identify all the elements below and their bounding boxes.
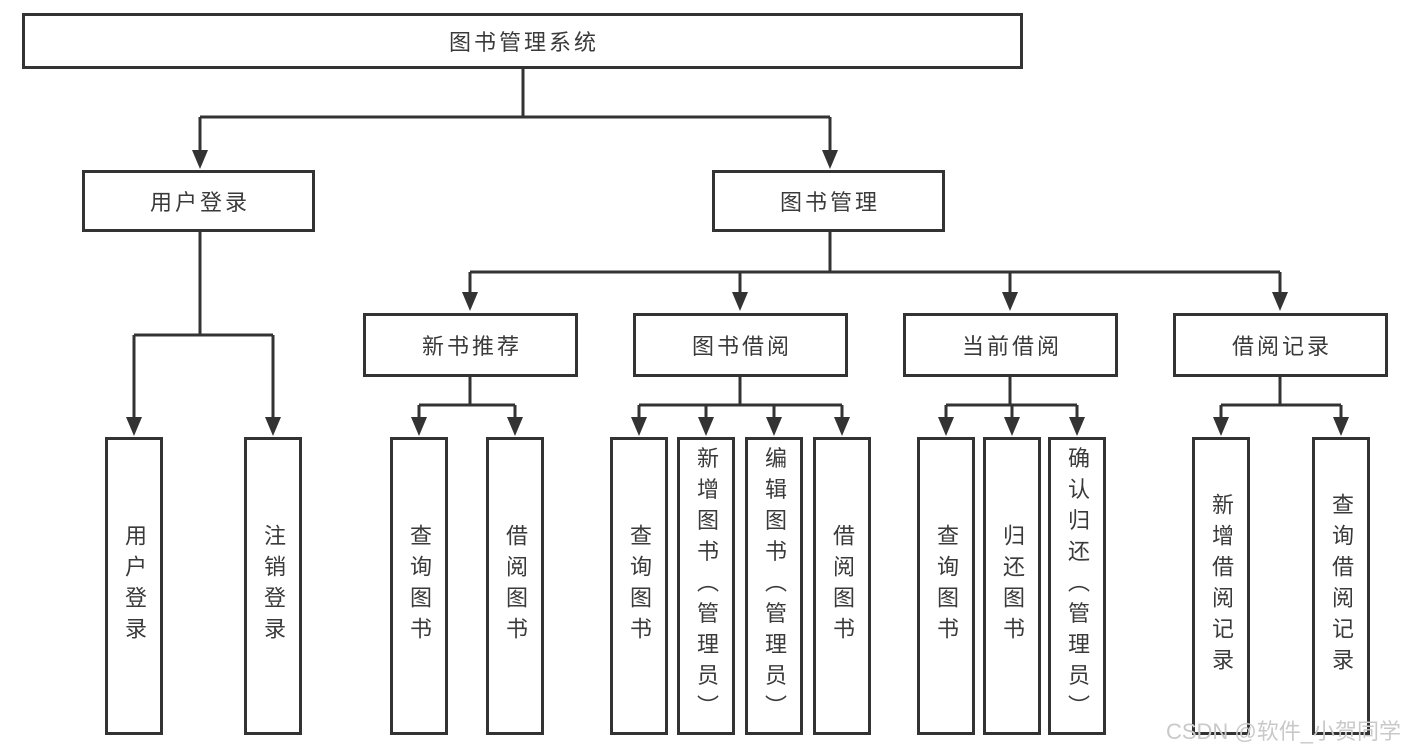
leaf-confirm-return-admin: 确认归还（管理员）	[1048, 437, 1106, 735]
arrowhead-icon	[192, 150, 208, 169]
arrowhead-icon	[462, 292, 478, 311]
node-current-borrowing: 当前借阅	[903, 313, 1118, 377]
node-current-borrowing-label: 当前借阅	[961, 334, 1062, 359]
leaf-query-books-borrowing: 查询图书	[610, 437, 668, 735]
leaf-edit-book-admin-label: 编辑图书（管理员）	[762, 446, 787, 726]
node-borrow-records-label: 借阅记录	[1231, 334, 1332, 359]
arrowhead-icon	[411, 417, 427, 436]
arrowhead-icon	[631, 417, 647, 436]
arrowhead-icon	[1002, 292, 1018, 311]
leaf-borrow-books-borrowing-label: 借阅图书	[830, 524, 855, 648]
node-borrow-records: 借阅记录	[1173, 313, 1388, 377]
arrowhead-icon	[1333, 417, 1349, 436]
arrowhead-icon	[1004, 417, 1020, 436]
leaf-add-book-admin-label: 新增图书（管理员）	[694, 446, 719, 726]
csdn-watermark: CSDN @软件_小贺同学	[1165, 719, 1401, 744]
leaf-query-books-current-label: 查询图书	[934, 524, 959, 648]
arrowhead-icon	[265, 417, 281, 436]
node-user-login: 用户登录	[82, 170, 315, 232]
arrowhead-icon	[732, 292, 748, 311]
leaf-user-login: 用户登录	[105, 437, 163, 735]
leaf-borrow-books-borrowing: 借阅图书	[813, 437, 871, 735]
arrowhead-icon	[1213, 417, 1229, 436]
leaf-add-book-admin: 新增图书（管理员）	[677, 437, 735, 735]
leaf-query-borrow-record: 查询借阅记录	[1312, 437, 1370, 735]
leaf-query-borrow-record-label: 查询借阅记录	[1329, 493, 1354, 679]
node-book-borrowing-label: 图书借阅	[691, 334, 792, 359]
arrowhead-icon	[507, 417, 523, 436]
leaf-borrow-books-recommend: 借阅图书	[486, 437, 544, 735]
arrowhead-icon	[938, 417, 954, 436]
node-book-management: 图书管理	[712, 170, 945, 232]
leaf-query-books-borrowing-label: 查询图书	[627, 524, 652, 648]
node-user-login-label: 用户登录	[149, 190, 250, 215]
leaf-add-borrow-record: 新增借阅记录	[1192, 437, 1250, 735]
node-book-management-label: 图书管理	[779, 190, 880, 215]
node-new-book-recommend: 新书推荐	[363, 313, 578, 377]
connector-paths	[132, 69, 1343, 418]
node-library-system: 图书管理系统	[22, 13, 1023, 69]
leaf-logout: 注销登录	[244, 437, 302, 735]
arrowhead-icon	[1272, 292, 1288, 311]
leaf-return-books: 归还图书	[983, 437, 1041, 735]
arrowhead-icon	[698, 417, 714, 436]
arrowhead-icon	[126, 417, 142, 436]
arrowhead-icon	[1069, 417, 1085, 436]
leaf-query-books-current: 查询图书	[917, 437, 975, 735]
arrowhead-icon	[766, 417, 782, 436]
arrowhead-icon	[822, 150, 838, 169]
node-library-system-label: 图书管理系统	[448, 30, 599, 55]
leaf-logout-label: 注销登录	[261, 524, 286, 648]
leaf-query-books-recommend: 查询图书	[390, 437, 448, 735]
leaf-user-login-label: 用户登录	[122, 524, 147, 648]
node-book-borrowing: 图书借阅	[633, 313, 848, 377]
arrowhead-icon	[834, 417, 850, 436]
node-new-book-recommend-label: 新书推荐	[421, 334, 522, 359]
leaf-borrow-books-recommend-label: 借阅图书	[503, 524, 528, 648]
leaf-return-books-label: 归还图书	[1000, 524, 1025, 648]
leaf-query-books-recommend-label: 查询图书	[407, 524, 432, 648]
arrowheads	[126, 150, 1349, 436]
leaf-confirm-return-admin-label: 确认归还（管理员）	[1065, 446, 1090, 726]
leaf-add-borrow-record-label: 新增借阅记录	[1209, 493, 1234, 679]
leaf-edit-book-admin: 编辑图书（管理员）	[745, 437, 803, 735]
